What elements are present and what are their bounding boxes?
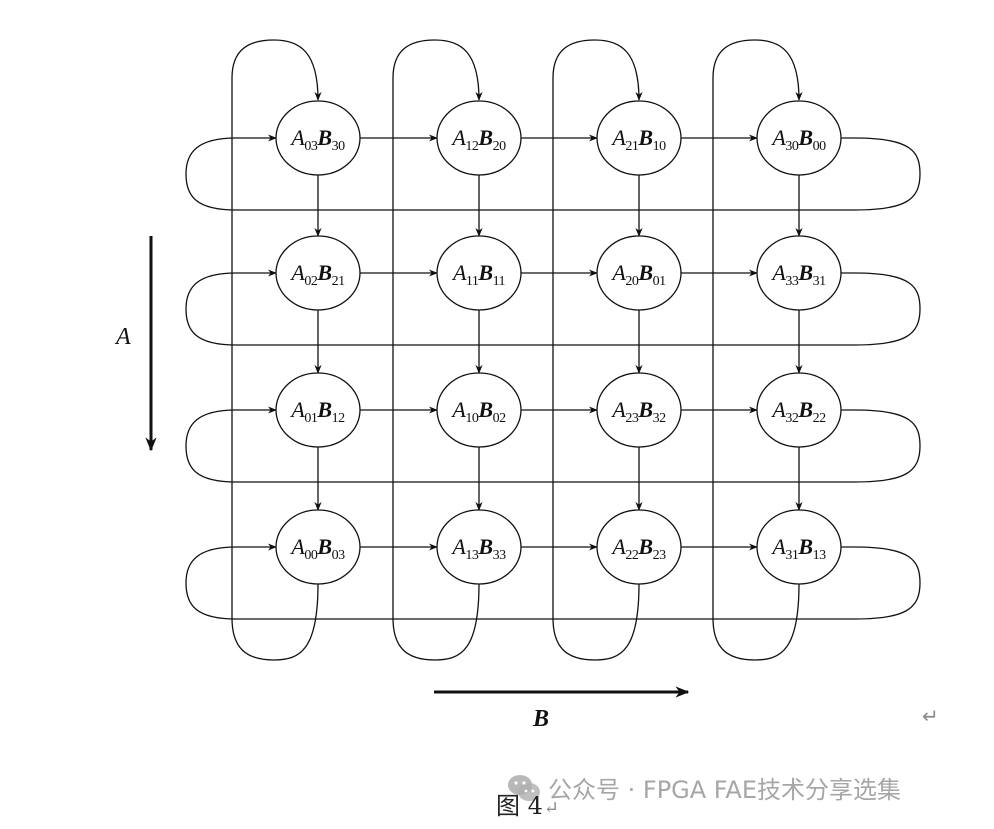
pe-node-label: A22B23 [610,534,666,563]
wechat-icon [508,774,540,801]
pe-node-label: A31B13 [770,534,826,563]
pe-node-ellipse [275,509,361,585]
pe-node-label: A12B20 [450,125,506,154]
pe-node-ellipse [596,100,682,176]
watermark: 公众号 · FPGA FAE技术分享选集 [506,770,901,805]
pe-node: A30B00 [756,100,842,176]
pe-node: A32B22 [756,372,842,448]
pe-node-ellipse [596,509,682,585]
pe-node: A33B31 [756,235,842,311]
pe-node-label: A11B11 [451,260,506,289]
pe-node: A21B10 [596,100,682,176]
pe-node-ellipse [756,372,842,448]
pe-node-label: A00B03 [289,534,345,563]
figure-caption: 图 4↵ [496,786,559,821]
axis-a-label: A [114,324,131,350]
axis-b-label: B [532,706,549,732]
pe-node: A11B11 [436,235,522,311]
column-wrap-loop [231,39,322,661]
pe-node-ellipse [436,100,522,176]
pe-node-label: A02B21 [289,260,345,289]
pe-node: A23B32 [596,372,682,448]
pe-node-ellipse [756,235,842,311]
pe-node: A22B23 [596,509,682,585]
row-wrap-loop [185,134,921,211]
pe-node-ellipse [275,235,361,311]
pe-node-label: A23B32 [610,397,666,426]
pe-node: A13B33 [436,509,522,585]
column-wrap-loop [712,39,803,661]
pe-node-label: A20B01 [610,260,666,289]
pe-node: A00B03 [275,509,361,585]
pe-node: A10B02 [436,372,522,448]
wrap-around-loops [185,39,921,661]
figure-caption-text: 图 4 [496,792,543,820]
pe-node-label: A01B12 [289,397,345,426]
pe-node-ellipse [436,509,522,585]
pe-node-label: A32B22 [770,397,826,426]
column-wrap-loop [552,39,643,661]
pe-node: A31B13 [756,509,842,585]
pe-node-ellipse [596,235,682,311]
column-wrap-loop [392,39,483,661]
pe-node-ellipse [275,100,361,176]
caption-return-mark: ↵ [543,798,559,819]
pe-node-ellipse [275,372,361,448]
pe-node-ellipse [436,235,522,311]
pe-node: A20B01 [596,235,682,311]
pe-node-label: A33B31 [770,260,826,289]
pe-node-ellipse [436,372,522,448]
row-wrap-loop [185,406,921,483]
pe-node-label: A03B30 [289,125,345,154]
pe-node: A02B21 [275,235,361,311]
pe-node-label: A21B10 [610,125,666,154]
row-wrap-loop [185,543,921,620]
watermark-text: 公众号 · FPGA FAE技术分享选集 [548,776,901,804]
grid-edges [314,134,803,551]
pe-node-ellipse [756,509,842,585]
paragraph-return-mark: ↵ [922,704,939,728]
pe-node-label: A13B33 [450,534,506,563]
pe-node-ellipse [756,100,842,176]
pe-node: A12B20 [436,100,522,176]
pe-node-ellipse [596,372,682,448]
pe-node: A01B12 [275,372,361,448]
pe-node-label: A10B02 [450,397,506,426]
pe-node: A03B30 [275,100,361,176]
row-wrap-loop [185,269,921,346]
pe-node-label: A30B00 [770,125,826,154]
